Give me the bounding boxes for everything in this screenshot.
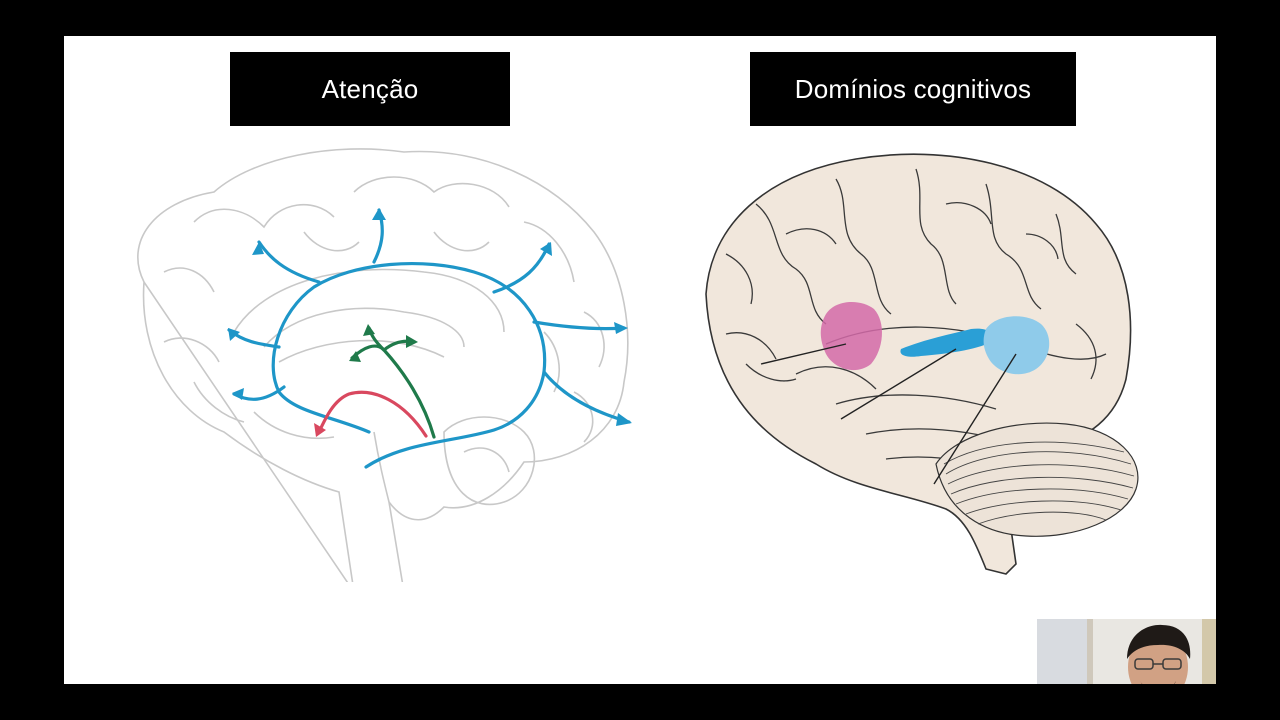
presenter-video-icon bbox=[1037, 619, 1216, 684]
lateral-brain-illustration bbox=[705, 153, 1139, 575]
title-attention-text: Atenção bbox=[321, 73, 419, 104]
title-cognitive-domains-text: Domínios cognitivos bbox=[794, 73, 1032, 104]
title-attention: Atenção bbox=[230, 52, 510, 126]
title-cognitive-domains: Domínios cognitivos bbox=[750, 52, 1076, 126]
sylvian-region bbox=[900, 328, 993, 357]
wernicke-area bbox=[983, 316, 1050, 375]
presenter-webcam bbox=[1037, 619, 1216, 684]
brain-outline bbox=[137, 148, 629, 582]
slide: Atenção Domínios cognitivos bbox=[64, 36, 1216, 684]
medial-brain-illustration bbox=[137, 148, 632, 582]
broca-area bbox=[820, 302, 882, 371]
